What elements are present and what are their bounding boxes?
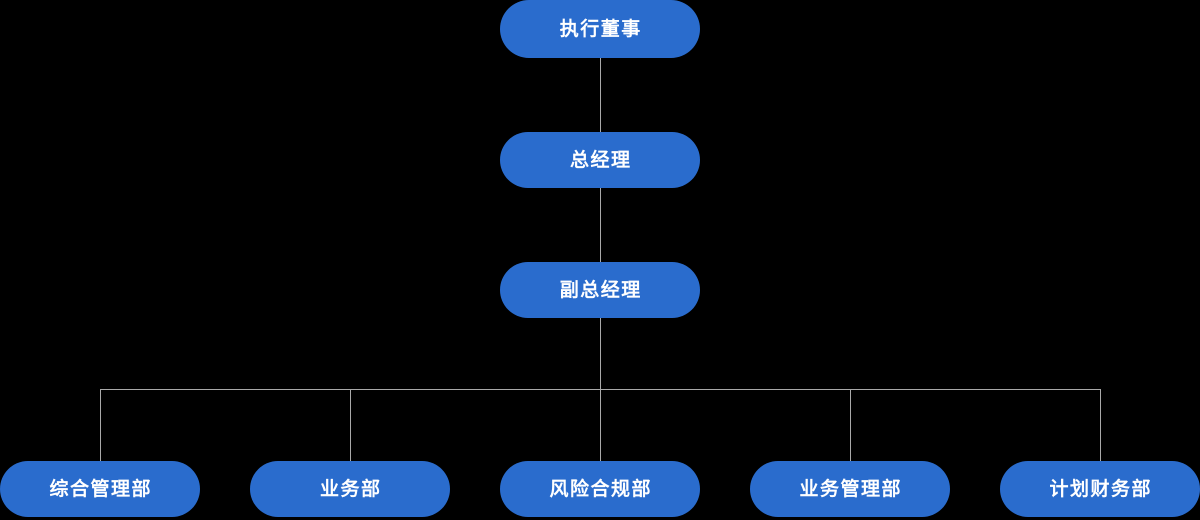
node-label-business-management-dept: 业务管理部	[799, 478, 902, 500]
node-planning-finance-dept[interactable]: 计划财务部	[1000, 461, 1200, 517]
node-label-deputy-general-manager: 副总经理	[559, 279, 642, 301]
connector-bus-to-dept-1	[100, 389, 101, 461]
node-label-general-manager: 总经理	[569, 149, 632, 171]
connector-bus-to-dept-4	[850, 389, 851, 461]
connector-bus-to-dept-5	[1100, 389, 1101, 461]
node-business-dept[interactable]: 业务部	[250, 461, 450, 517]
node-deputy-general-manager[interactable]: 副总经理	[500, 262, 700, 318]
node-label-general-management-dept: 综合管理部	[49, 478, 152, 500]
node-risk-compliance-dept[interactable]: 风险合规部	[500, 461, 700, 517]
connector-bus-to-dept-3	[600, 389, 601, 461]
node-label-planning-finance-dept: 计划财务部	[1049, 478, 1152, 500]
node-general-manager[interactable]: 总经理	[500, 132, 700, 188]
connector-deputy-to-bus	[600, 318, 601, 390]
node-business-management-dept[interactable]: 业务管理部	[750, 461, 950, 517]
node-general-management-dept[interactable]: 综合管理部	[0, 461, 200, 517]
connector-general-to-deputy	[600, 188, 601, 262]
connector-executive-to-general	[600, 58, 601, 132]
node-label-executive-director: 执行董事	[559, 18, 642, 40]
node-label-risk-compliance-dept: 风险合规部	[549, 478, 652, 500]
node-label-business-dept: 业务部	[319, 478, 382, 500]
node-executive-director[interactable]: 执行董事	[500, 0, 700, 58]
connector-bus-to-dept-2	[350, 389, 351, 461]
